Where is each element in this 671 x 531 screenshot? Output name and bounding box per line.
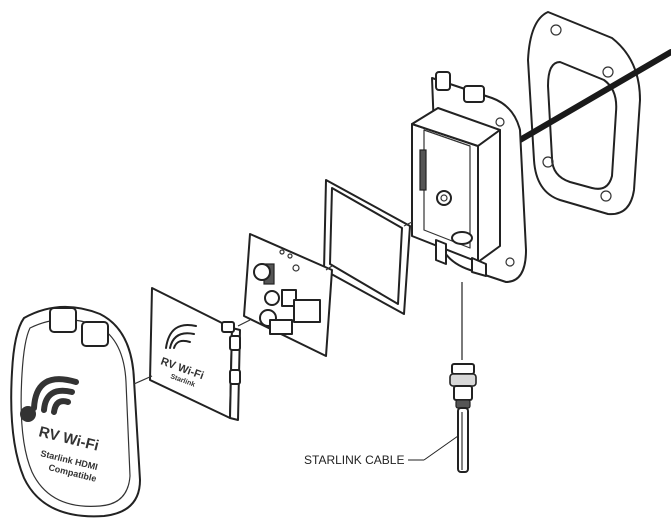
starlink-cable	[449, 363, 477, 473]
main-housing	[411, 71, 527, 283]
seal-gasket	[323, 179, 411, 315]
face-plate: RV Wi-Fi Starlink	[149, 287, 241, 421]
exit-cable	[517, 49, 671, 143]
knob-icon	[253, 263, 271, 281]
connector-nut-icon	[436, 190, 452, 206]
screw-hole-icon	[505, 257, 515, 267]
cover-hinge-tab	[49, 307, 77, 333]
gasket-hole-icon	[602, 66, 614, 78]
starlink-cable-callout: STARLINK CABLE	[304, 435, 459, 467]
housing-tab	[435, 71, 451, 91]
explosion-guide-lines	[133, 221, 463, 385]
component	[281, 289, 297, 307]
circuit-board	[243, 233, 333, 357]
gasket-hole-icon	[550, 24, 562, 36]
rear-mounting-gasket	[527, 11, 641, 216]
knob-icon	[264, 290, 280, 306]
housing-slot	[419, 149, 427, 191]
cover-hinge-tab	[81, 321, 109, 347]
cover-wifi-logo-icon	[20, 376, 79, 422]
wifi-logo-icon	[165, 324, 197, 349]
screw-hole-icon	[495, 117, 505, 127]
front-cover: RV Wi-Fi Starlink HDMI Compatible	[10, 305, 141, 518]
callout-label: STARLINK CABLE	[304, 453, 404, 467]
gasket-hole-icon	[542, 156, 554, 168]
gasket-hole-icon	[600, 190, 612, 202]
chip	[293, 299, 321, 323]
component	[269, 319, 293, 335]
housing-tab	[463, 85, 485, 103]
